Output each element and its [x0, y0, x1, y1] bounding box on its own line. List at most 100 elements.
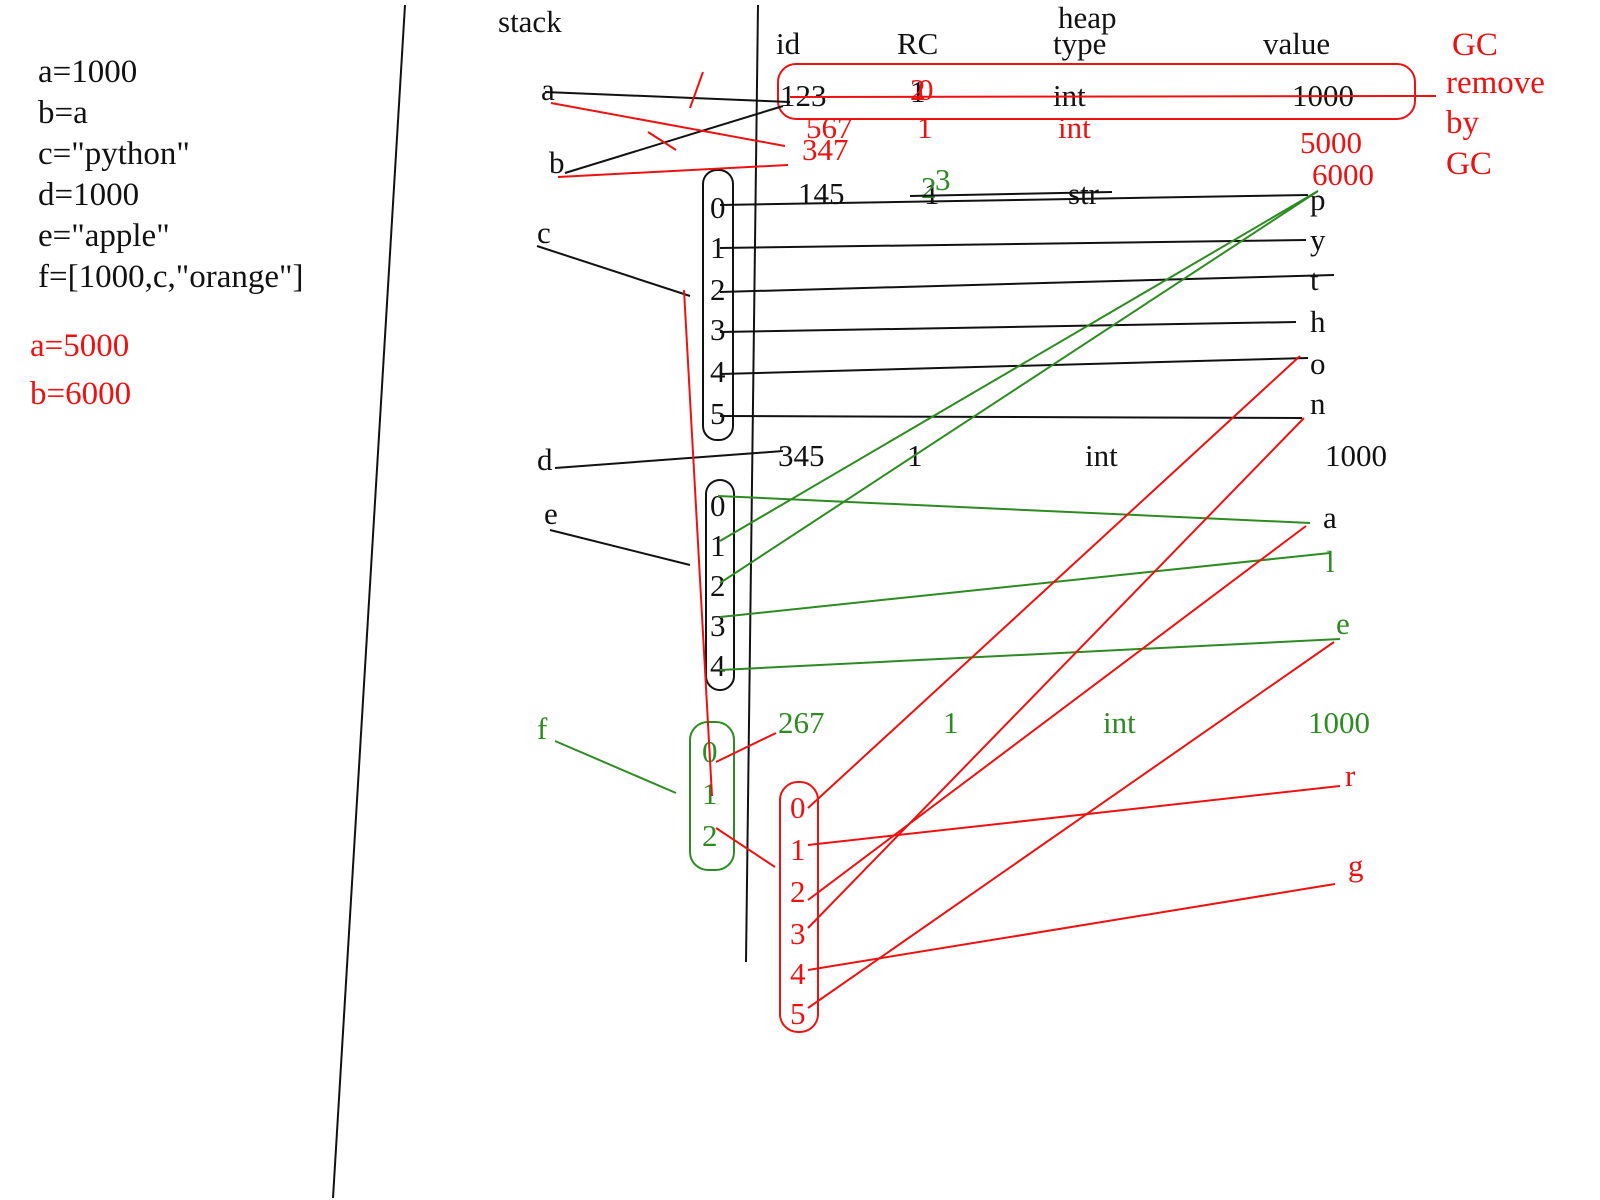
- apple-indices: 0 1 2 3 4: [710, 488, 726, 683]
- char-g: g: [1348, 848, 1364, 883]
- stack-var-d: d: [537, 442, 553, 477]
- python-chars: p y t h o n: [1310, 182, 1326, 421]
- heap-rc: 1: [943, 705, 959, 740]
- red-references: [550, 71, 1437, 1009]
- orange-index: 2: [790, 874, 806, 909]
- line-apple3-l: [719, 552, 1331, 618]
- line-o: [719, 357, 1309, 375]
- gc-note-line: by: [1446, 105, 1480, 141]
- stack-var-b: b: [549, 145, 565, 180]
- array-boxes: [689, 63, 1416, 1033]
- python-index: 0: [710, 190, 726, 225]
- orange-indices: 0 1 2 3 4 5: [790, 790, 806, 1031]
- stack-var-e: e: [544, 496, 558, 531]
- char-t: t: [1310, 262, 1319, 297]
- orange-index: 4: [790, 956, 806, 991]
- char-y: y: [1310, 222, 1326, 257]
- value-header: value: [1263, 26, 1330, 61]
- heap-value: 1000: [1325, 438, 1387, 473]
- orange-chars: r g: [1345, 758, 1364, 883]
- ref-list1-to-python: [683, 289, 713, 797]
- line-apple4-e: [719, 638, 1341, 671]
- gc-note: GC remove by GC: [1446, 27, 1545, 182]
- line-apple1-p: [719, 190, 1319, 542]
- char-e: e: [1336, 606, 1350, 641]
- rc-header: RC: [897, 26, 938, 61]
- code-line: b=6000: [30, 376, 131, 412]
- orange-index: 5: [790, 996, 806, 1031]
- line-y: [719, 239, 1307, 249]
- ref-b-to-347: [557, 164, 789, 178]
- list-index: 1: [702, 776, 718, 811]
- line-orange5-e: [807, 641, 1335, 1009]
- line-orange3-n: [807, 417, 1305, 929]
- stack-var-f: f: [537, 711, 548, 746]
- heap-type: int: [1053, 78, 1086, 113]
- code-line: b=a: [38, 95, 88, 131]
- ref-a-to-123: [544, 91, 791, 103]
- ref-f-to-list: [554, 740, 677, 794]
- line-orange4-g: [807, 883, 1336, 971]
- ref-a-to-567: [550, 102, 786, 147]
- type-header: type: [1053, 26, 1106, 61]
- char-l: l: [1326, 544, 1335, 579]
- strike-b-ref: [647, 131, 677, 151]
- python-index: 2: [710, 272, 726, 307]
- heap-value: 5000: [1300, 125, 1362, 160]
- apple-index: 3: [710, 608, 726, 643]
- gc-note-line: GC: [1452, 27, 1498, 63]
- code-line: a=5000: [30, 328, 129, 364]
- apple-array-box: [705, 479, 735, 691]
- orange-array-box: [779, 781, 819, 1033]
- stack-heading: stack: [498, 4, 562, 39]
- green-references: [554, 190, 1341, 794]
- char-a: a: [1323, 500, 1337, 535]
- heap-row-267: 267 1 int 1000: [778, 705, 1370, 740]
- heap-id: 347: [802, 132, 849, 167]
- line-apple2-p: [719, 190, 1319, 584]
- ref-list2-to-orange: [715, 827, 776, 868]
- heap-rc-edit: 0: [918, 72, 934, 107]
- code-line: d=1000: [38, 177, 139, 213]
- line-p: [719, 194, 1309, 206]
- char-r: r: [1345, 758, 1356, 793]
- gc-strike-row-123: [789, 95, 1437, 98]
- python-index: 4: [710, 354, 726, 389]
- heap-rc: 1: [917, 110, 933, 145]
- apple-index: 2: [710, 568, 726, 603]
- code-block: a=1000 b=a c="python" d=1000 e="apple" f…: [38, 54, 303, 295]
- line-t: [719, 274, 1335, 293]
- heap-id: 567: [806, 110, 853, 145]
- python-index: 1: [710, 230, 726, 265]
- heap-rc: 1: [910, 74, 926, 109]
- code-line: f=[1000,c,"orange"]: [38, 259, 303, 295]
- char-h: h: [1310, 304, 1326, 339]
- apple-index: 4: [710, 648, 726, 683]
- ref-d-to-345: [554, 450, 784, 469]
- stack-heap-divider: [745, 4, 759, 963]
- line-apple0-a: [717, 495, 1311, 524]
- heap-row-567: 567 1 int 5000: [806, 110, 1362, 160]
- python-array-box: [702, 169, 734, 441]
- orange-index: 3: [790, 916, 806, 951]
- line-n: [719, 415, 1303, 419]
- heap-id: 145: [798, 176, 845, 211]
- heap-row-347: 347 6000: [802, 132, 1374, 192]
- python-index: 3: [710, 312, 726, 347]
- heap-rc-edit: 3: [935, 162, 951, 197]
- heap-type: int: [1085, 438, 1118, 473]
- strike-a-ref: [689, 71, 704, 109]
- char-p: p: [1310, 182, 1326, 217]
- heap-row-345: 345 1 int 1000: [778, 438, 1387, 473]
- python-index: 5: [710, 396, 726, 431]
- column-headers: stack heap id RC type value: [498, 0, 1330, 61]
- heap-value: 6000: [1312, 157, 1374, 192]
- char-n: n: [1310, 386, 1326, 421]
- heap-row-123: 123 1 2 0 int 1000: [780, 72, 1354, 113]
- code-line: c="python": [38, 136, 190, 172]
- ref-c-to-python: [536, 245, 691, 297]
- heap-value: 1000: [1308, 705, 1370, 740]
- python-indices: 0 1 2 3 4 5: [710, 190, 726, 431]
- gc-highlight-box: [777, 63, 1416, 120]
